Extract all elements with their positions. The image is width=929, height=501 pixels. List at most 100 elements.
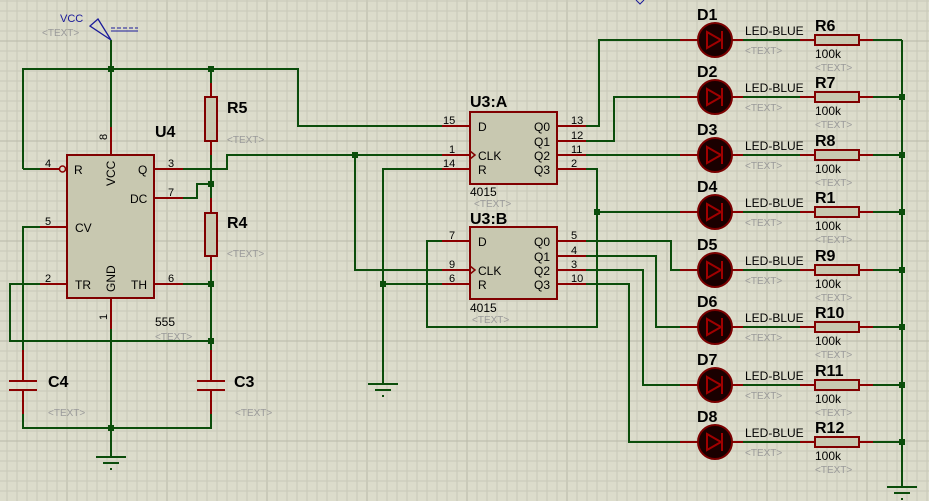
led-ref: D5	[697, 237, 718, 254]
u3a-pinnum-q0: 13	[571, 115, 583, 127]
ground-icon	[887, 486, 917, 500]
u3a-pinnum-d: 15	[443, 115, 455, 127]
r5-body	[204, 96, 218, 142]
resistor-body	[814, 206, 860, 218]
u4-pin-cv: CV	[75, 221, 92, 235]
wire	[586, 240, 680, 271]
wire	[586, 96, 680, 142]
wire	[22, 414, 212, 429]
u4-555-timer[interactable]: U4 555 <TEXT> R VCC Q DC CV TR GND TH 4 …	[45, 124, 192, 343]
led-ref: D3	[697, 122, 718, 139]
u4-pinnum-4: 4	[45, 158, 51, 170]
led-text: <TEXT>	[745, 276, 782, 287]
led-text: <TEXT>	[745, 391, 782, 402]
led-value: LED-BLUE	[745, 254, 804, 268]
led-value: LED-BLUE	[745, 24, 804, 38]
u4-text: <TEXT>	[155, 332, 192, 343]
r5-resistor[interactable]: R5 <TEXT>	[227, 100, 264, 146]
resistor-body	[814, 91, 860, 103]
resistor-r8[interactable]: R8 100k <TEXT>	[800, 133, 902, 189]
clock-edge-icon	[469, 265, 477, 275]
led-ref: D7	[697, 352, 718, 369]
led-rows: D1LED-BLUE<TEXT>R6100k<TEXT>D2LED-BLUE<T…	[680, 7, 902, 476]
resistor-text: <TEXT>	[815, 178, 852, 189]
diode-icon	[706, 432, 724, 452]
u3a-pinnum-q1: 12	[571, 130, 583, 142]
led-ref: D8	[697, 409, 718, 426]
r4-resistor[interactable]: R4 <TEXT>	[227, 215, 264, 260]
led-ref: D6	[697, 294, 718, 311]
u3a-pinnum-clk: 1	[449, 144, 455, 156]
led-text: <TEXT>	[745, 161, 782, 172]
junction-node	[208, 181, 214, 187]
resistor-value: 100k	[815, 277, 842, 291]
diode-icon	[706, 202, 724, 222]
resistor-ref: R11	[815, 363, 844, 380]
c4-capacitor[interactable]: C4 <TEXT>	[48, 374, 85, 419]
led-ref: D1	[697, 7, 718, 24]
resistor-body	[814, 34, 860, 46]
u3a-4015[interactable]: U3:A 4015 <TEXT> D CLK R Q0 Q1 Q2 Q3 15 …	[443, 94, 583, 210]
r4-body	[204, 212, 218, 257]
u4-pinnum-8: 8	[98, 134, 110, 140]
u3b-pin-q2: Q2	[534, 264, 550, 278]
u3a-pin-q0: Q0	[534, 120, 550, 134]
u4-pin-r: R	[74, 163, 83, 177]
wire	[183, 183, 211, 199]
u3b-pin-r: R	[478, 278, 487, 292]
junction-node	[208, 338, 214, 344]
wire	[586, 39, 680, 127]
c3-text: <TEXT>	[235, 408, 272, 419]
led-value: LED-BLUE	[745, 81, 804, 95]
u3a-pin-r: R	[478, 163, 487, 177]
u3b-ref: U3:B	[470, 211, 507, 228]
u3b-pin-q3: Q3	[534, 278, 550, 292]
c3-capacitor[interactable]: C3 <TEXT>	[234, 374, 272, 419]
wire	[22, 68, 442, 169]
u4-pinnum-2: 2	[45, 273, 51, 285]
u3b-4015[interactable]: U3:B 4015 <TEXT> D CLK R Q0 Q1 Q2 Q3 7 9…	[449, 211, 583, 326]
resistor-text: <TEXT>	[815, 120, 852, 131]
u3b-text: <TEXT>	[472, 315, 509, 326]
u3a-ref: U3:A	[470, 94, 508, 111]
wire	[586, 269, 680, 386]
junction-node	[108, 66, 114, 72]
resistor-value: 100k	[815, 219, 842, 233]
resistor-value: 100k	[815, 162, 842, 176]
led-text: <TEXT>	[745, 103, 782, 114]
u4-pin-th: TH	[131, 278, 147, 292]
junction-node	[352, 152, 358, 158]
resistor-ref: R7	[815, 75, 836, 92]
components	[9, 0, 917, 500]
u4-pin-q: Q	[138, 163, 147, 177]
u3a-text: <TEXT>	[474, 199, 511, 210]
diode-icon	[706, 317, 724, 337]
vcc-label: VCC	[60, 13, 83, 25]
u4-pin-vcc: VCC	[104, 160, 118, 186]
u4-value: 555	[155, 315, 175, 329]
junction-node	[380, 281, 386, 287]
led-value: LED-BLUE	[745, 311, 804, 325]
inversion-bubble-icon	[58, 165, 67, 173]
ground-icon	[96, 456, 126, 470]
resistor-ref: R8	[815, 133, 836, 150]
r5-text: <TEXT>	[227, 135, 264, 146]
u3b-pinnum-q3: 10	[571, 273, 583, 285]
